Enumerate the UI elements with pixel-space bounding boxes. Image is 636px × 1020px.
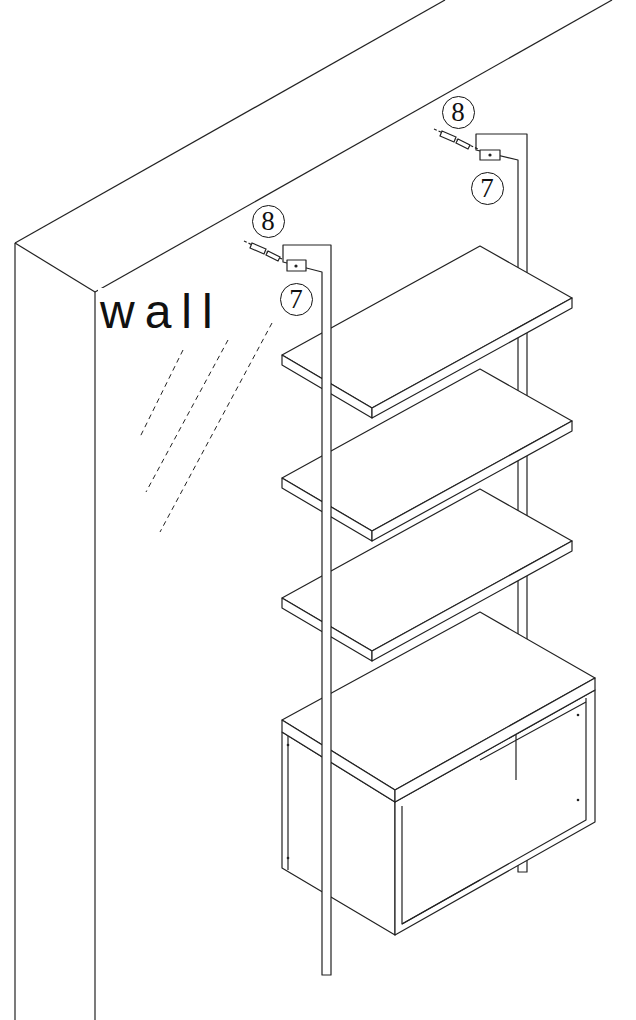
left-upright: [283, 245, 331, 975]
wall-edge: [14, 243, 15, 1020]
wall-edge: [94, 292, 95, 1020]
callout-number: 7: [289, 286, 303, 313]
callout-number: 7: [480, 175, 494, 202]
wall-anchor: [440, 131, 456, 142]
callout-circle: 7: [471, 172, 504, 205]
panel-edge: [287, 735, 288, 870]
holes: [287, 153, 580, 859]
dashed-line: [146, 340, 228, 492]
callout-number: 8: [261, 208, 275, 235]
dashed-line: [140, 350, 183, 437]
screw: [456, 139, 470, 149]
wall-label: wall: [98, 288, 225, 336]
callout-circle: 8: [442, 96, 475, 129]
wall-edge: [15, 243, 95, 292]
wall-edge: [15, 0, 445, 243]
wall-edge: [95, 0, 612, 292]
screws: [244, 129, 478, 261]
callout-number: 8: [451, 99, 465, 126]
callout-circle: 8: [252, 205, 285, 238]
cabinet-top-edge: [395, 678, 595, 802]
dashed-line: [160, 323, 272, 532]
wall-bracket: [480, 150, 500, 160]
cabinet-top-edge: [282, 720, 395, 802]
leader-lines: [140, 323, 272, 532]
screw-axis: [434, 129, 478, 149]
callout-circle: 7: [280, 283, 313, 316]
screw: [266, 251, 280, 261]
wall-bracket: [287, 260, 306, 271]
wall-outline: [15, 0, 612, 1020]
shelf-edge: [372, 541, 572, 661]
wall-anchor: [250, 243, 266, 254]
